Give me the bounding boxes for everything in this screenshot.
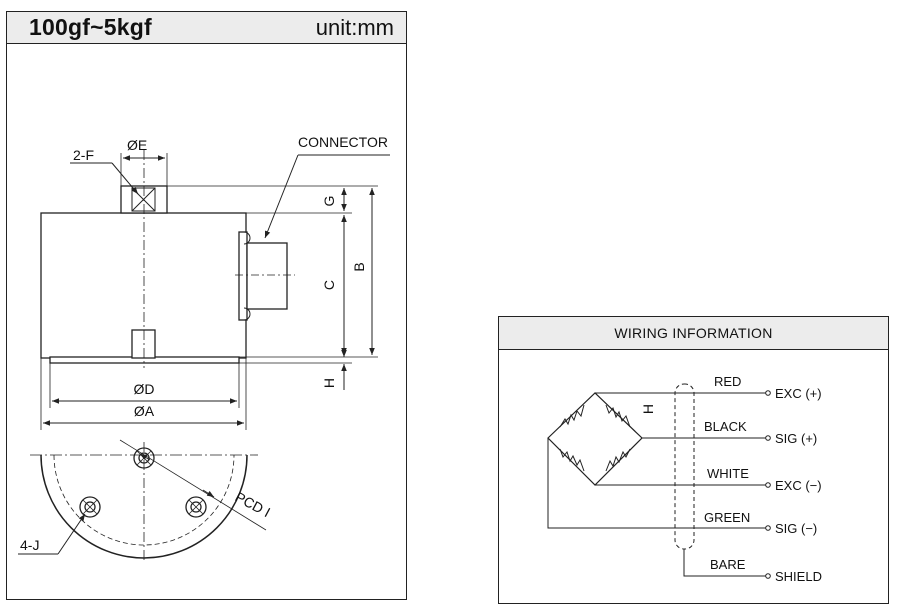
- label-dia-d: ØD: [134, 381, 155, 397]
- bridge-diamond: [547, 392, 643, 486]
- wiring-panel: WIRING INFORMATION: [498, 316, 889, 604]
- wire-red-label: RED: [714, 374, 741, 389]
- wire-green-label: GREEN: [704, 510, 750, 525]
- label-2f: 2-F: [73, 147, 94, 163]
- wire-green-signal: SIG (−): [775, 521, 817, 536]
- wire-bare-signal: SHIELD: [775, 569, 822, 584]
- wire-white-label: WHITE: [707, 466, 749, 481]
- wire-black-label: BLACK: [704, 419, 747, 434]
- label-pcd: PCD I: [233, 489, 273, 521]
- drawing-unit: unit:mm: [315, 15, 394, 40]
- wire-white-signal: EXC (−): [775, 478, 822, 493]
- hole-left: [79, 496, 101, 518]
- connector-flange: [238, 231, 248, 321]
- label-dia-e: ØE: [127, 137, 147, 153]
- bottom-half-outline: [40, 454, 248, 559]
- wire-red-signal: EXC (+): [775, 386, 822, 401]
- wiring-header: WIRING INFORMATION: [499, 317, 888, 350]
- connector-body: [246, 242, 288, 310]
- label-b: B: [351, 262, 367, 271]
- wiring-title: WIRING INFORMATION: [614, 325, 773, 341]
- drawing-header: 100gf~5kgf unit:mm: [7, 12, 406, 44]
- label-h: H: [321, 378, 337, 388]
- label-connector: CONNECTOR: [298, 134, 388, 150]
- drawing-title: 100gf~5kgf: [29, 14, 152, 40]
- label-4j: 4-J: [20, 537, 39, 553]
- wire-bare-label: BARE: [710, 557, 746, 572]
- label-dia-a: ØA: [134, 403, 155, 419]
- label-c: C: [321, 280, 337, 290]
- wiring-h-label: H: [640, 404, 656, 414]
- wire-black-signal: SIG (+): [775, 431, 817, 446]
- hole-top: [133, 447, 155, 469]
- hole-right: [185, 496, 207, 518]
- label-g: G: [321, 196, 337, 207]
- bottom-pocket: [131, 329, 156, 359]
- shield-cable: [674, 383, 695, 550]
